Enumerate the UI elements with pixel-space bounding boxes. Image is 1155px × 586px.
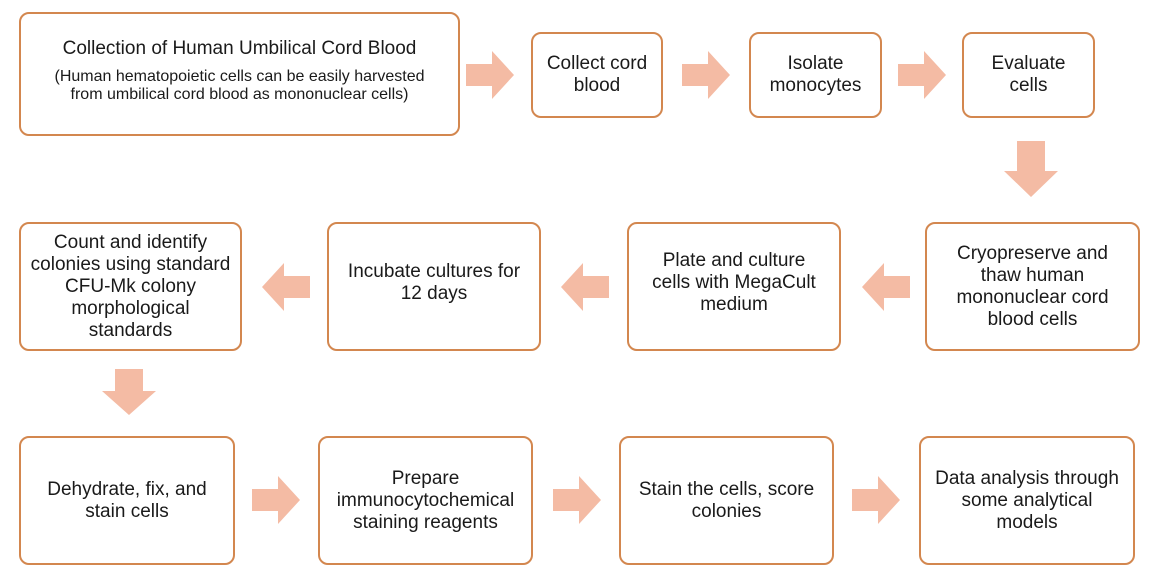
arrow-right-icon	[898, 51, 946, 99]
step-title: Collection of Human Umbilical Cord Blood	[62, 38, 417, 59]
step-count-identify: Count and identify colonies using standa…	[19, 222, 242, 351]
step-data-analysis: Data analysis through some analytical mo…	[919, 436, 1135, 565]
step-isolate-monocytes: Isolate monocytes	[749, 32, 882, 118]
step-title: Cryopreserve and thaw human mononuclear …	[956, 242, 1109, 330]
step-collection: Collection of Human Umbilical Cord Blood…	[19, 12, 460, 136]
arrow-left-icon	[561, 263, 609, 311]
step-subtitle: (Human hematopoietic cells can be easily…	[54, 68, 425, 103]
step-title: Data analysis through some analytical mo…	[935, 467, 1119, 533]
step-title: Count and identify colonies using standa…	[30, 231, 231, 341]
arrow-left-icon	[262, 263, 310, 311]
step-plate-culture: Plate and culture cells with MegaCult me…	[627, 222, 841, 351]
step-title: Dehydrate, fix, and stain cells	[47, 478, 207, 522]
step-title: Prepare immunocytochemical staining reag…	[336, 467, 515, 533]
arrow-down-icon	[1004, 141, 1058, 197]
arrow-right-icon	[466, 51, 514, 99]
step-title: Incubate cultures for 12 days	[347, 260, 521, 304]
step-cryopreserve: Cryopreserve and thaw human mononuclear …	[925, 222, 1140, 351]
step-title: Collect cord blood	[546, 53, 648, 96]
arrow-right-icon	[252, 476, 300, 524]
step-incubate: Incubate cultures for 12 days	[327, 222, 541, 351]
arrow-right-icon	[682, 51, 730, 99]
step-evaluate-cells: Evaluate cells	[962, 32, 1095, 118]
arrow-left-icon	[862, 263, 910, 311]
arrow-right-icon	[852, 476, 900, 524]
step-stain-score: Stain the cells, score colonies	[619, 436, 834, 565]
step-prepare-reagents: Prepare immunocytochemical staining reag…	[318, 436, 533, 565]
step-title: Stain the cells, score colonies	[638, 478, 815, 522]
arrow-down-icon	[102, 369, 156, 415]
arrow-right-icon	[553, 476, 601, 524]
step-collect-cord-blood: Collect cord blood	[531, 32, 663, 118]
step-title: Evaluate cells	[991, 53, 1066, 96]
step-title: Plate and culture cells with MegaCult me…	[652, 249, 816, 315]
step-dehydrate: Dehydrate, fix, and stain cells	[19, 436, 235, 565]
step-title: Isolate monocytes	[769, 53, 862, 96]
